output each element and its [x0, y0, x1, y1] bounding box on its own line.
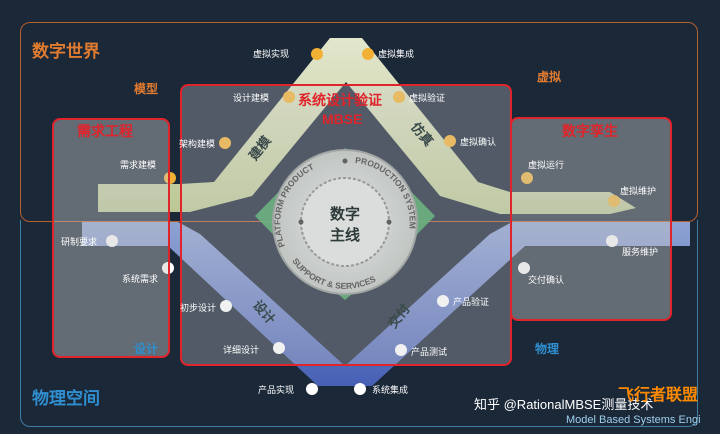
node-dot-prelim-design: [220, 300, 232, 312]
node-dot-arch-model: [219, 137, 231, 149]
node-label-detail-design: 详细设计: [223, 345, 260, 355]
node-dot-product-test: [395, 344, 407, 356]
node-dot-delivery-confirm: [518, 262, 530, 274]
node-dot-req-model: [164, 172, 176, 184]
category-design: 设计: [134, 342, 159, 356]
requirements-engineering-title: 需求工程: [77, 123, 133, 139]
node-dot-virtual-maintain: [608, 195, 620, 207]
node-label-virtual-realize: 虚拟实现: [253, 49, 290, 59]
node-dot-product-verify: [437, 295, 449, 307]
node-dot-detail-design: [273, 342, 285, 354]
category-model: 模型: [134, 82, 159, 96]
node-label-sys-req: 系统需求: [122, 274, 159, 284]
node-label-virtual-run: 虚拟运行: [528, 160, 565, 170]
node-label-virtual-integrate: 虚拟集成: [378, 49, 415, 59]
node-dot-virtual-verify: [393, 91, 405, 103]
hub-ring-dot-left: [298, 219, 304, 225]
node-dot-sys-integrate: [354, 383, 366, 395]
hub-ring-dot-right: [386, 219, 392, 225]
node-label-rd-req: 研制要求: [61, 237, 98, 247]
requirements-engineering-box: [52, 118, 170, 358]
mbse-title: MBSE: [322, 111, 363, 127]
system-verification-title: 系统设计验证: [298, 92, 382, 108]
node-label-arch-model: 架构建模: [179, 139, 216, 149]
node-label-virtual-verify: 虚拟验证: [409, 93, 446, 103]
hub-ring-dot-top: [342, 158, 348, 164]
physical-space-title: 物理空间: [32, 389, 100, 408]
digital-twin-title: 数字孪生: [562, 123, 618, 139]
node-dot-product-realize: [306, 383, 318, 395]
digital-v-band: [98, 38, 636, 214]
league-watermark: 飞行者联盟: [618, 387, 699, 404]
hub-text-line1: 数字: [330, 206, 361, 223]
node-label-virtual-confirm: 虚拟确认: [460, 137, 497, 147]
node-label-service-maintain: 服务维护: [622, 247, 659, 257]
physical-v-band: [82, 222, 690, 386]
node-label-req-model: 需求建模: [120, 160, 157, 170]
node-label-prelim-design: 初步设计: [180, 303, 217, 313]
hub-text-line2: 主线: [330, 227, 361, 244]
node-dot-rd-req: [106, 235, 118, 247]
system-verification-box: [180, 84, 512, 366]
category-physical: 物理: [535, 342, 560, 356]
node-dot-virtual-confirm: [444, 135, 456, 147]
node-dots: [106, 48, 620, 395]
physical-space-region: [20, 220, 698, 427]
node-dot-virtual-integrate: [362, 48, 374, 60]
node-label-virtual-maintain: 虚拟维护: [620, 186, 657, 196]
mbse-watermark: Model Based Systems Engi: [566, 414, 701, 426]
node-label-delivery-confirm: 交付确认: [528, 275, 565, 285]
node-dot-service-maintain: [606, 235, 618, 247]
node-label-product-realize: 产品实现: [258, 385, 295, 395]
zhihu-watermark: 知乎 @RationalMBSE测量技术: [474, 397, 654, 412]
node-label-design-model: 设计建模: [233, 93, 270, 103]
node-label-product-test: 产品测试: [411, 347, 448, 357]
node-label-sys-integrate: 系统集成: [372, 385, 409, 395]
node-dot-design-model: [283, 91, 295, 103]
node-dot-virtual-run: [521, 172, 533, 184]
digital-world-title: 数字世界: [32, 42, 100, 61]
node-label-product-verify: 产品验证: [453, 297, 490, 307]
digital-twin-box: [510, 117, 672, 321]
category-virtual: 虚拟: [537, 70, 562, 84]
node-dot-virtual-realize: [311, 48, 323, 60]
